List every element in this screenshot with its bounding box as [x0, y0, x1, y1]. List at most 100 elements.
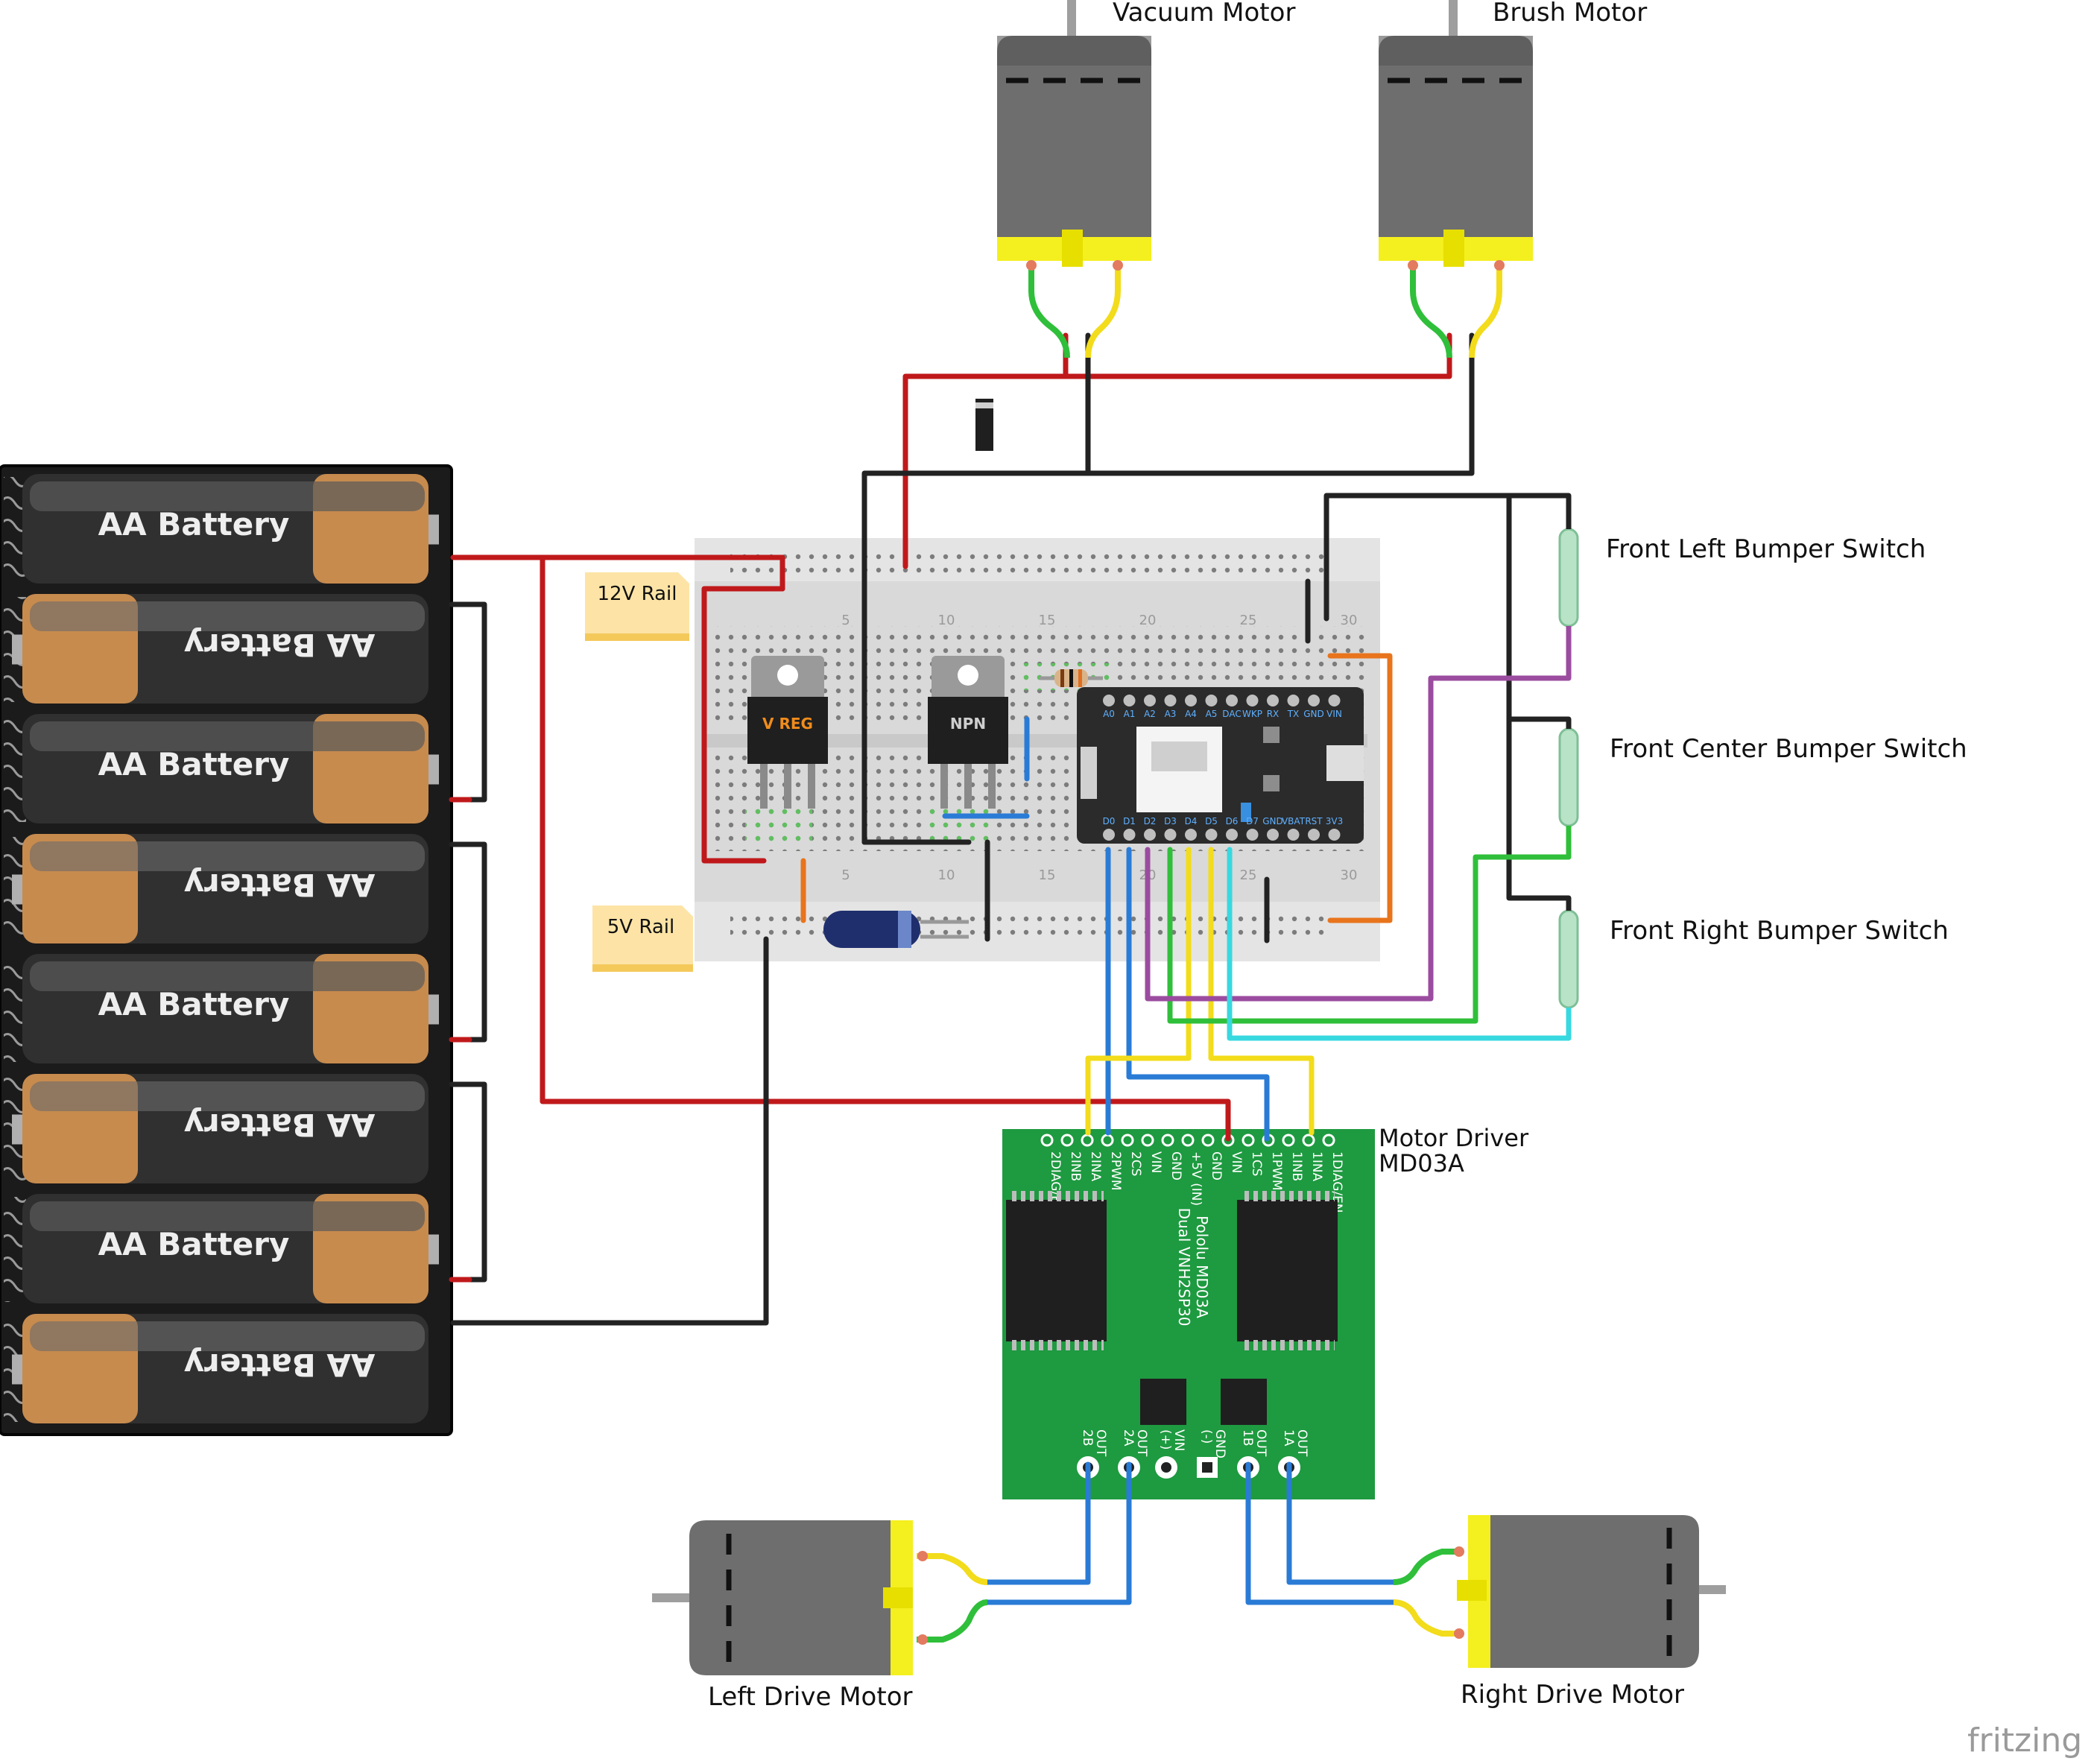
photon-pin-label: D0 — [1103, 816, 1116, 826]
capacitor — [823, 911, 969, 948]
driver-pin-label: 2INB — [1068, 1151, 1083, 1181]
driver-pin — [1121, 1134, 1134, 1147]
column-number: 15 — [1039, 867, 1056, 883]
fritzing-watermark: fritzing — [1967, 1722, 2082, 1760]
vacuum-motor — [997, 0, 1151, 358]
column-number: 25 — [1240, 613, 1257, 628]
driver-pin-label: VIN — [1229, 1151, 1244, 1173]
rail-5v-note: 5V Rail — [592, 905, 693, 972]
photon-pin-label: A0 — [1103, 709, 1115, 719]
driver-terminal-label: OUT — [1253, 1429, 1268, 1457]
vacuum-motor-label: Vacuum Motor — [1113, 0, 1295, 28]
driver-board-text-2: Dual VNH2SP30 — [1175, 1208, 1193, 1327]
photon-pin-label: D3 — [1164, 816, 1177, 826]
driver-terminal-label: 2B — [1080, 1429, 1095, 1446]
photon-pin — [1123, 695, 1136, 706]
left-drive-motor-label: Left Drive Motor — [708, 1682, 912, 1712]
photon-pin-label: A1 — [1124, 709, 1136, 719]
rail-12v-note: 12V Rail — [585, 572, 689, 641]
aa-battery-cell: AA Battery — [4, 594, 428, 704]
driver-pin — [1242, 1134, 1255, 1147]
front-right-switch-label: Front Right Bumper Switch — [1610, 916, 1949, 946]
photon-pin-label: RX — [1267, 709, 1280, 719]
battery-label: AA Battery — [184, 867, 376, 903]
driver-pin — [1040, 1134, 1054, 1147]
photon-pin-label: D2 — [1144, 816, 1157, 826]
photon-pin — [1246, 695, 1259, 706]
photon-pin-label: GND — [1303, 709, 1324, 719]
photon-pin-label: VIN — [1326, 709, 1342, 719]
front-center-bumper-switch — [1558, 719, 1579, 857]
photon-pin-label: A4 — [1185, 709, 1197, 719]
column-number: 25 — [1240, 867, 1257, 883]
column-number: 20 — [1139, 613, 1157, 628]
driver-pin-label: 2PWM — [1108, 1151, 1123, 1191]
column-number: 10 — [938, 867, 955, 883]
column-number: 5 — [841, 613, 850, 628]
aa-battery-cell: AA Battery — [4, 474, 439, 584]
photon-pin-label: A3 — [1165, 709, 1177, 719]
brush-motor-label: Brush Motor — [1493, 0, 1647, 28]
driver-pin — [1141, 1134, 1154, 1147]
driver-pin — [1060, 1134, 1074, 1147]
battery-label: AA Battery — [184, 627, 376, 663]
aa-battery-cell: AA Battery — [4, 1194, 439, 1303]
battery-label: AA Battery — [98, 986, 290, 1022]
photon-pin — [1205, 829, 1218, 841]
driver-pin — [1282, 1134, 1295, 1147]
photon-pin-label: A2 — [1144, 709, 1156, 719]
left-drive-motor — [652, 1520, 988, 1675]
photon-pin — [1287, 829, 1300, 841]
front-center-switch-label: Front Center Bumper Switch — [1610, 734, 1967, 764]
photon-pin — [1328, 695, 1341, 706]
photon-pin-label: 3V3 — [1326, 816, 1343, 826]
front-right-bumper-switch — [1558, 898, 1579, 1038]
column-number: 15 — [1039, 613, 1056, 628]
npn-transistor: NPN — [928, 656, 1008, 809]
right-drive-motor-label: Right Drive Motor — [1461, 1680, 1684, 1710]
driver-terminal-label: 1A — [1281, 1429, 1296, 1447]
driver-terminal-label: OUT — [1093, 1429, 1108, 1457]
driver-terminal-label: 2A — [1121, 1429, 1136, 1447]
photon-pin — [1226, 695, 1238, 706]
driver-terminal-label: OUT — [1294, 1429, 1309, 1457]
motor-driver-label-1: Motor Driver — [1379, 1124, 1529, 1152]
battery-label: AA Battery — [98, 746, 290, 783]
column-number: 30 — [1341, 867, 1358, 883]
regulator-label: V REG — [762, 715, 813, 733]
photon-pin — [1205, 695, 1218, 706]
driver-pin-label: 1INB — [1289, 1151, 1304, 1181]
photon-pin — [1287, 695, 1300, 706]
photon-pin — [1185, 695, 1197, 706]
rail-12v-label: 12V Rail — [597, 583, 677, 605]
column-number: 5 — [841, 867, 850, 883]
photon-pin-label: DAC — [1222, 709, 1241, 719]
driver-pin — [1302, 1134, 1315, 1147]
driver-pin — [1322, 1134, 1335, 1147]
photon-pin-label: D6 — [1226, 816, 1239, 826]
aa-battery-cell: AA Battery — [4, 834, 428, 943]
brush-motor — [1379, 0, 1533, 358]
driver-terminal-label: (+) — [1158, 1429, 1173, 1450]
driver-pin-label: 1CS — [1249, 1151, 1264, 1176]
photon-pin — [1144, 829, 1156, 841]
photon-pin — [1226, 829, 1238, 841]
photon-pin — [1123, 829, 1136, 841]
rail-5v-label: 5V Rail — [607, 916, 674, 938]
driver-pin-label: +5V (IN) — [1189, 1151, 1204, 1206]
column-number: 30 — [1341, 613, 1358, 628]
photon-pin — [1185, 829, 1197, 841]
driver-pin-label: 2CS — [1128, 1151, 1143, 1176]
photon-pin-label: TX — [1287, 709, 1300, 719]
photon-pin-label: D7 — [1246, 816, 1259, 826]
transistor-label: NPN — [950, 715, 986, 733]
driver-pin — [1181, 1134, 1195, 1147]
driver-pin-label: 2INA — [1088, 1151, 1103, 1182]
photon-pin — [1164, 695, 1177, 706]
voltage-regulator: V REG — [747, 656, 828, 809]
motor-driver-label-2: MD03A — [1379, 1149, 1464, 1177]
aa-battery-cell: AA Battery — [4, 1074, 428, 1183]
driver-board-text-1: Pololu MD03A — [1193, 1215, 1211, 1318]
